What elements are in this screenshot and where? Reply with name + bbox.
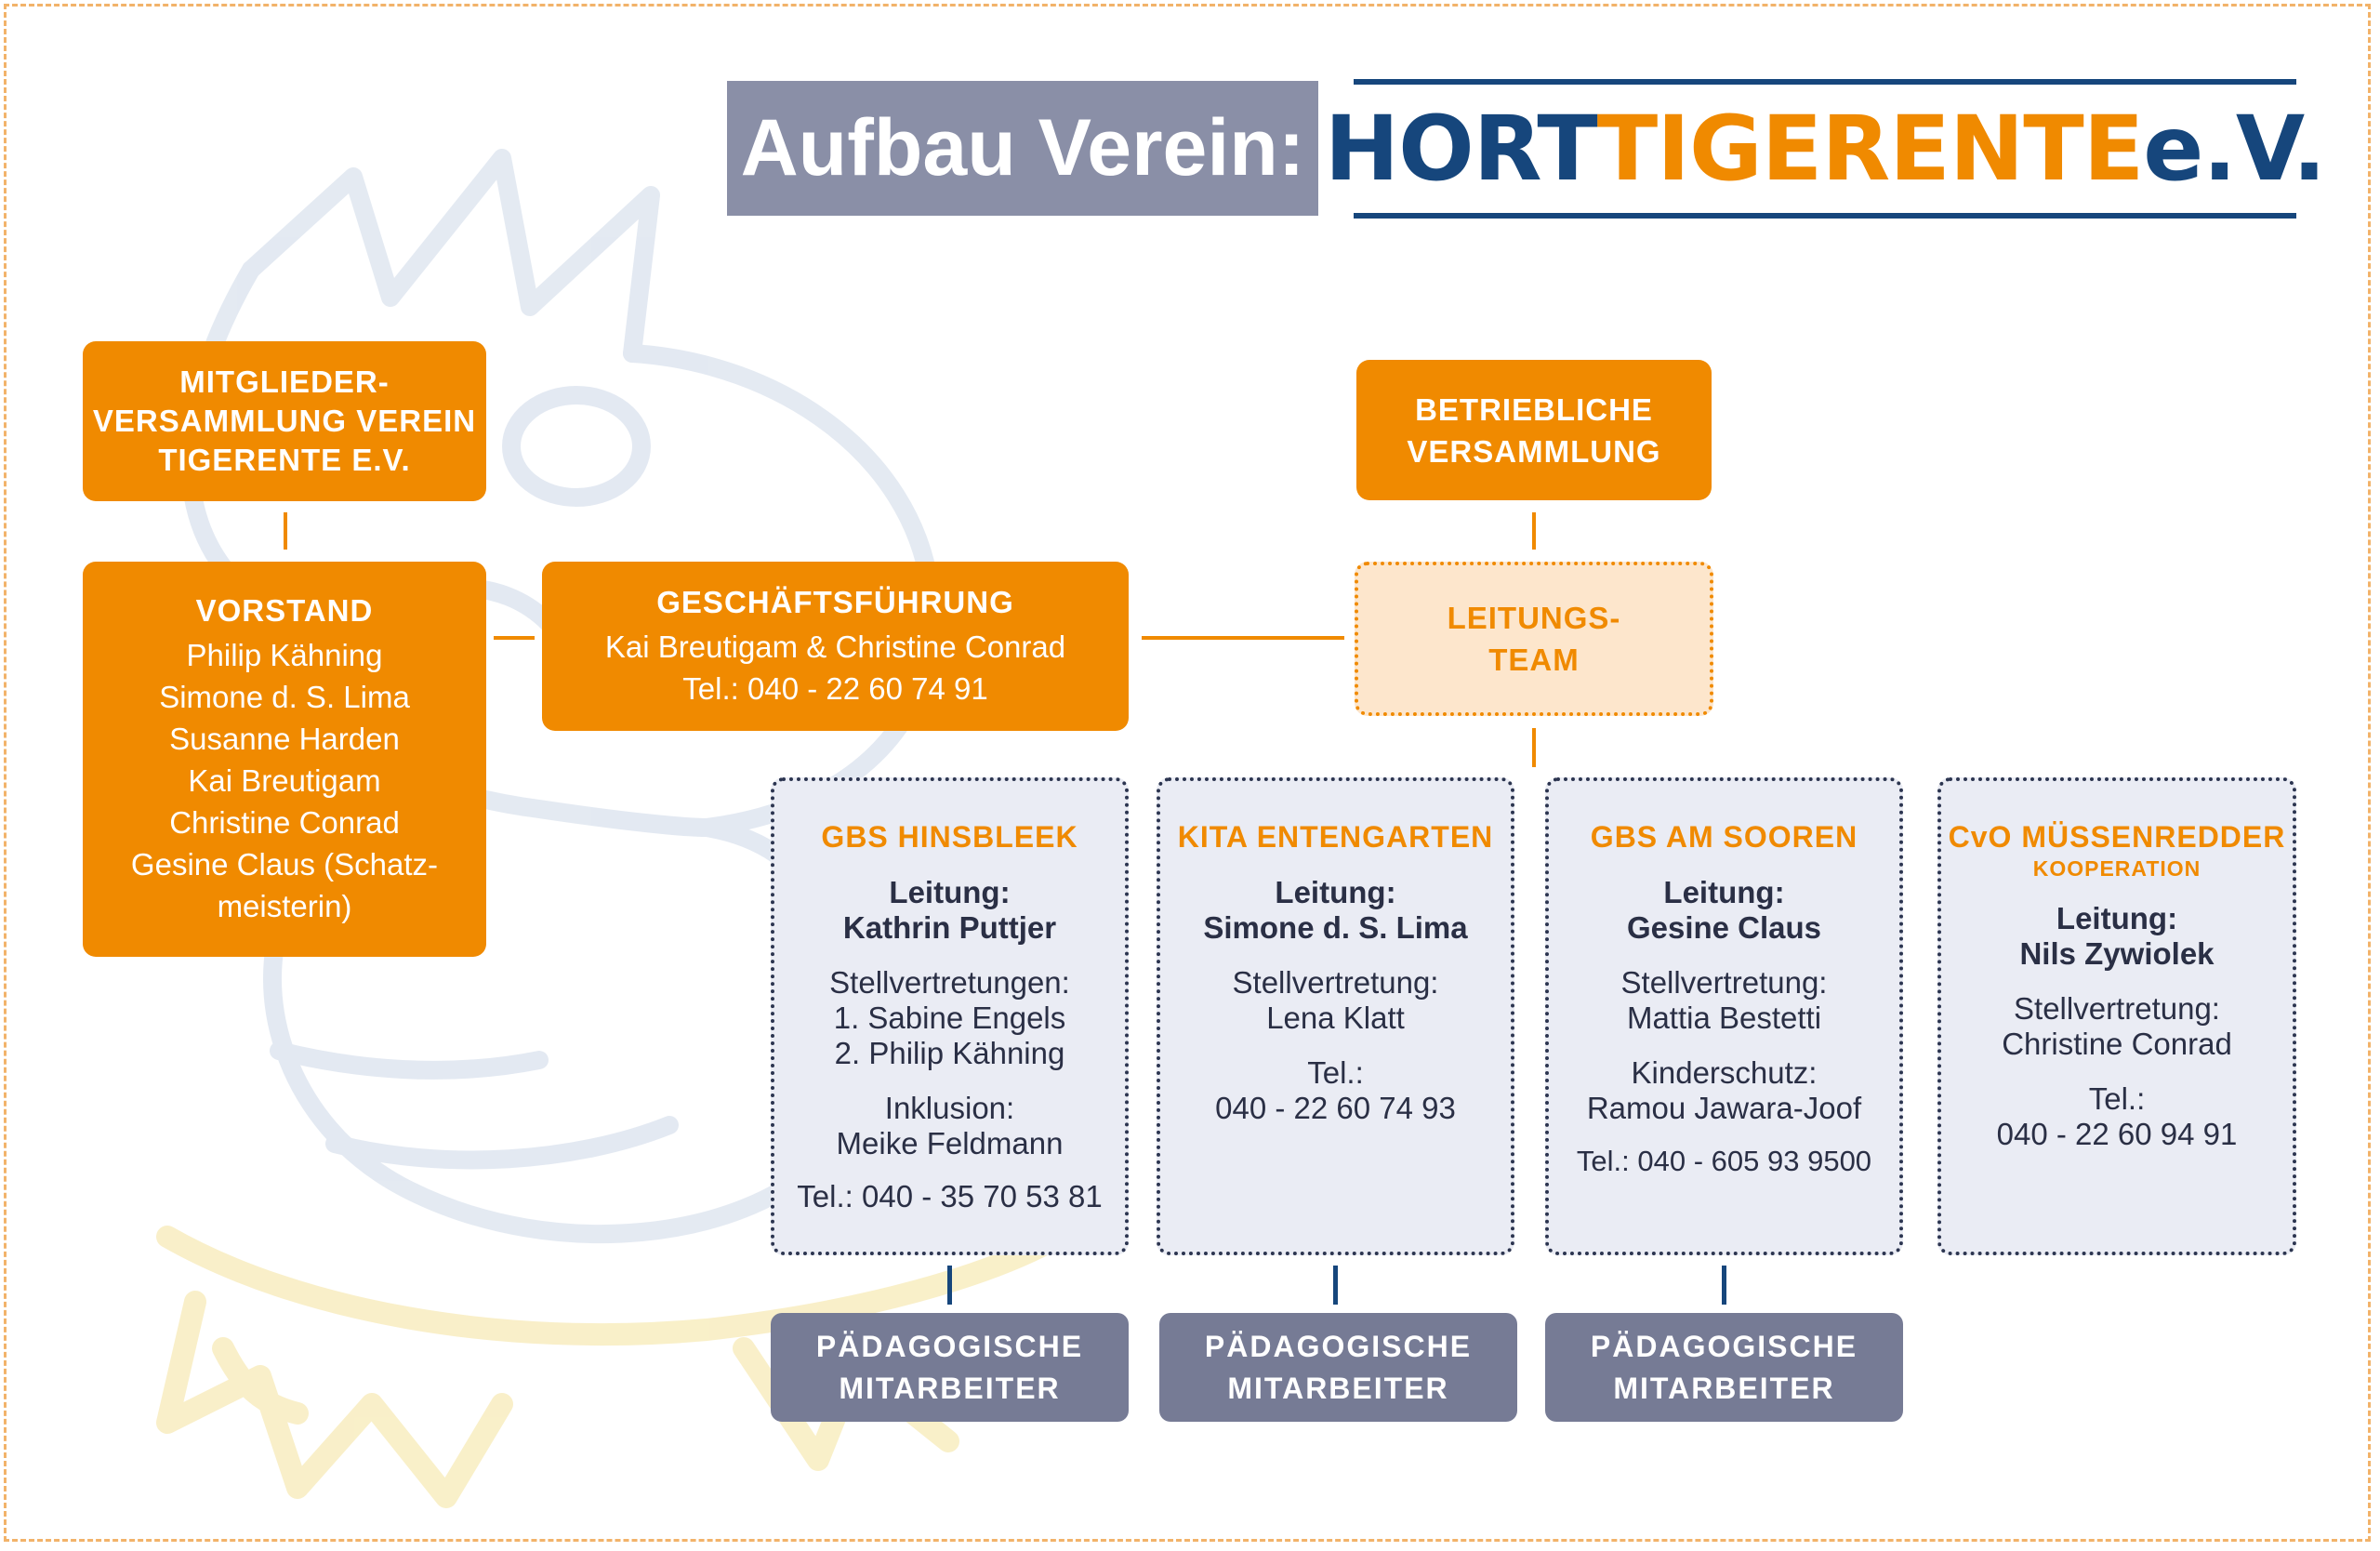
brand-hort: HORT [1324, 97, 1598, 201]
geschaeftsfuehrung-phone: Tel.: 040 - 22 60 74 91 [682, 671, 988, 706]
brand-ev: e.V. [2143, 97, 2326, 201]
staff-line-1: PÄDAGOGISCHE [815, 1329, 1084, 1363]
stellvertretung-name: 1. Sabine Engels [833, 1001, 1066, 1035]
connector-team-units [1532, 728, 1536, 767]
page-title: Aufbau Verein: [727, 81, 1318, 216]
betrieblich-line-1: BETRIEBLICHE [1415, 391, 1653, 427]
vorstand-member: Kai Breutigam [188, 763, 381, 798]
connector-unit2-staff [1333, 1266, 1338, 1305]
unit-card-kita-entengarten: KITA ENTENGARTEN Leitung: Simone d. S. L… [1157, 777, 1514, 1255]
leitungsteam-box: LEITUNGS- TEAM [1355, 562, 1713, 716]
stellvertretung-label: Stellvertretung: [1232, 965, 1439, 1000]
leitungsteam-line-2: TEAM [1488, 643, 1580, 677]
leitung-label: Leitung: [1275, 875, 1396, 909]
stellvertretung-label: Stellvertretungen: [829, 965, 1070, 1000]
staff-line-2: MITARBEITER [839, 1371, 1061, 1405]
connector-unit3-staff [1722, 1266, 1726, 1305]
mitglieder-line-2: VERSAMMLUNG VEREIN [92, 404, 477, 438]
unit-card-gbs-am-sooren: GBS AM SOOREN Leitung: Gesine Claus Stel… [1545, 777, 1903, 1255]
connector-betrieblich-team [1532, 512, 1536, 550]
tel-number: 040 - 22 60 94 91 [1996, 1117, 2238, 1151]
stellvertretung-name: Lena Klatt [1266, 1001, 1405, 1035]
inklusion-name: Meike Feldmann [836, 1126, 1064, 1160]
betrieblich-line-2: VERSAMMLUNG [1407, 433, 1661, 469]
connector-gf-leitungsteam [1142, 636, 1344, 640]
geschaeftsfuehrung-title: GESCHÄFTSFÜHRUNG [656, 585, 1014, 619]
unit-phone: Tel.: 040 - 605 93 9500 [1576, 1145, 1872, 1177]
staff-line-1: PÄDAGOGISCHE [1204, 1329, 1473, 1363]
vorstand-title: VORSTAND [195, 593, 374, 628]
leitung-name: Gesine Claus [1626, 910, 1822, 945]
mitgliederversammlung-box: MITGLIEDER- VERSAMMLUNG VEREIN TIGERENTE… [83, 341, 486, 501]
vorstand-box: VORSTAND Philip Kähning Simone d. S. Lim… [83, 562, 486, 957]
connector-mitglieder-vorstand [284, 512, 287, 550]
connector-vorstand-gf [494, 636, 535, 640]
vorstand-member: Simone d. S. Lima [159, 680, 410, 714]
staff-line-2: MITARBEITER [1613, 1371, 1835, 1405]
unit-card-gbs-hinsbleek: GBS HINSBLEEK Leitung: Kathrin Puttjer S… [771, 777, 1129, 1255]
staff-box-3: PÄDAGOGISCHE MITARBEITER [1545, 1313, 1903, 1422]
staff-box-1: PÄDAGOGISCHE MITARBEITER [771, 1313, 1129, 1422]
mitglieder-line-3: TIGERENTE E.V. [158, 443, 411, 477]
connector-unit1-staff [947, 1266, 952, 1305]
kinderschutz-label: Kinderschutz: [1631, 1055, 1818, 1090]
unit-phone: Tel.: 040 - 35 70 53 81 [797, 1179, 1103, 1213]
unit-subtitle: KOOPERATION [2032, 856, 2202, 881]
betriebliche-versammlung-box: BETRIEBLICHE VERSAMMLUNG [1356, 360, 1712, 500]
stellvertretung-label: Stellvertretung: [2014, 991, 2220, 1026]
vorstand-member: Christine Conrad [169, 805, 400, 840]
unit-name: GBS HINSBLEEK [821, 820, 1078, 854]
leitung-name: Simone d. S. Lima [1203, 910, 1468, 945]
vorstand-member: Gesine Claus (Schatz- [130, 847, 439, 882]
unit-name: KITA ENTENGARTEN [1177, 820, 1494, 854]
staff-line-1: PÄDAGOGISCHE [1590, 1329, 1858, 1363]
tel-label: Tel.: [2088, 1081, 2146, 1116]
stellvertretung-name: 2. Philip Kähning [834, 1036, 1065, 1070]
tel-number: 040 - 22 60 74 93 [1215, 1091, 1456, 1125]
stellvertretung-label: Stellvertretung: [1620, 965, 1828, 1000]
brand-tigerente: TIGERENTE [1596, 97, 2144, 201]
mitglieder-line-1: MITGLIEDER- [179, 365, 390, 399]
inklusion-label: Inklusion: [884, 1091, 1015, 1125]
staff-line-2: MITARBEITER [1227, 1371, 1449, 1405]
leitung-name: Kathrin Puttjer [842, 910, 1057, 945]
staff-box-2: PÄDAGOGISCHE MITARBEITER [1159, 1313, 1517, 1422]
geschaeftsfuehrung-box: GESCHÄFTSFÜHRUNG Kai Breutigam & Christi… [542, 562, 1129, 731]
leitung-label: Leitung: [2056, 901, 2178, 935]
leitung-label: Leitung: [1663, 875, 1785, 909]
brand-logo: HORT TIGERENTE e.V. [1325, 79, 2326, 219]
tel-label: Tel.: [1307, 1055, 1364, 1090]
vorstand-member: Susanne Harden [169, 722, 400, 756]
leitung-name: Nils Zywiolek [2019, 936, 2215, 971]
unit-name: GBS AM SOOREN [1590, 820, 1858, 854]
geschaeftsfuehrung-names: Kai Breutigam & Christine Conrad [604, 630, 1066, 664]
stellvertretung-name: Christine Conrad [2002, 1027, 2232, 1061]
leitungsteam-line-1: LEITUNGS- [1447, 601, 1621, 635]
kinderschutz-name: Ramou Jawara-Joof [1586, 1091, 1862, 1125]
dashed-frame [4, 4, 2371, 1542]
unit-card-cvo-muessenredder: CvO MÜSSENREDDER KOOPERATION Leitung: Ni… [1937, 777, 2296, 1255]
unit-name: CvO MÜSSENREDDER [1948, 820, 2286, 854]
vorstand-member: meisterin) [217, 889, 352, 923]
vorstand-member: Philip Kähning [186, 638, 383, 672]
leitung-label: Leitung: [889, 875, 1011, 909]
stellvertretung-name: Mattia Bestetti [1626, 1001, 1822, 1035]
